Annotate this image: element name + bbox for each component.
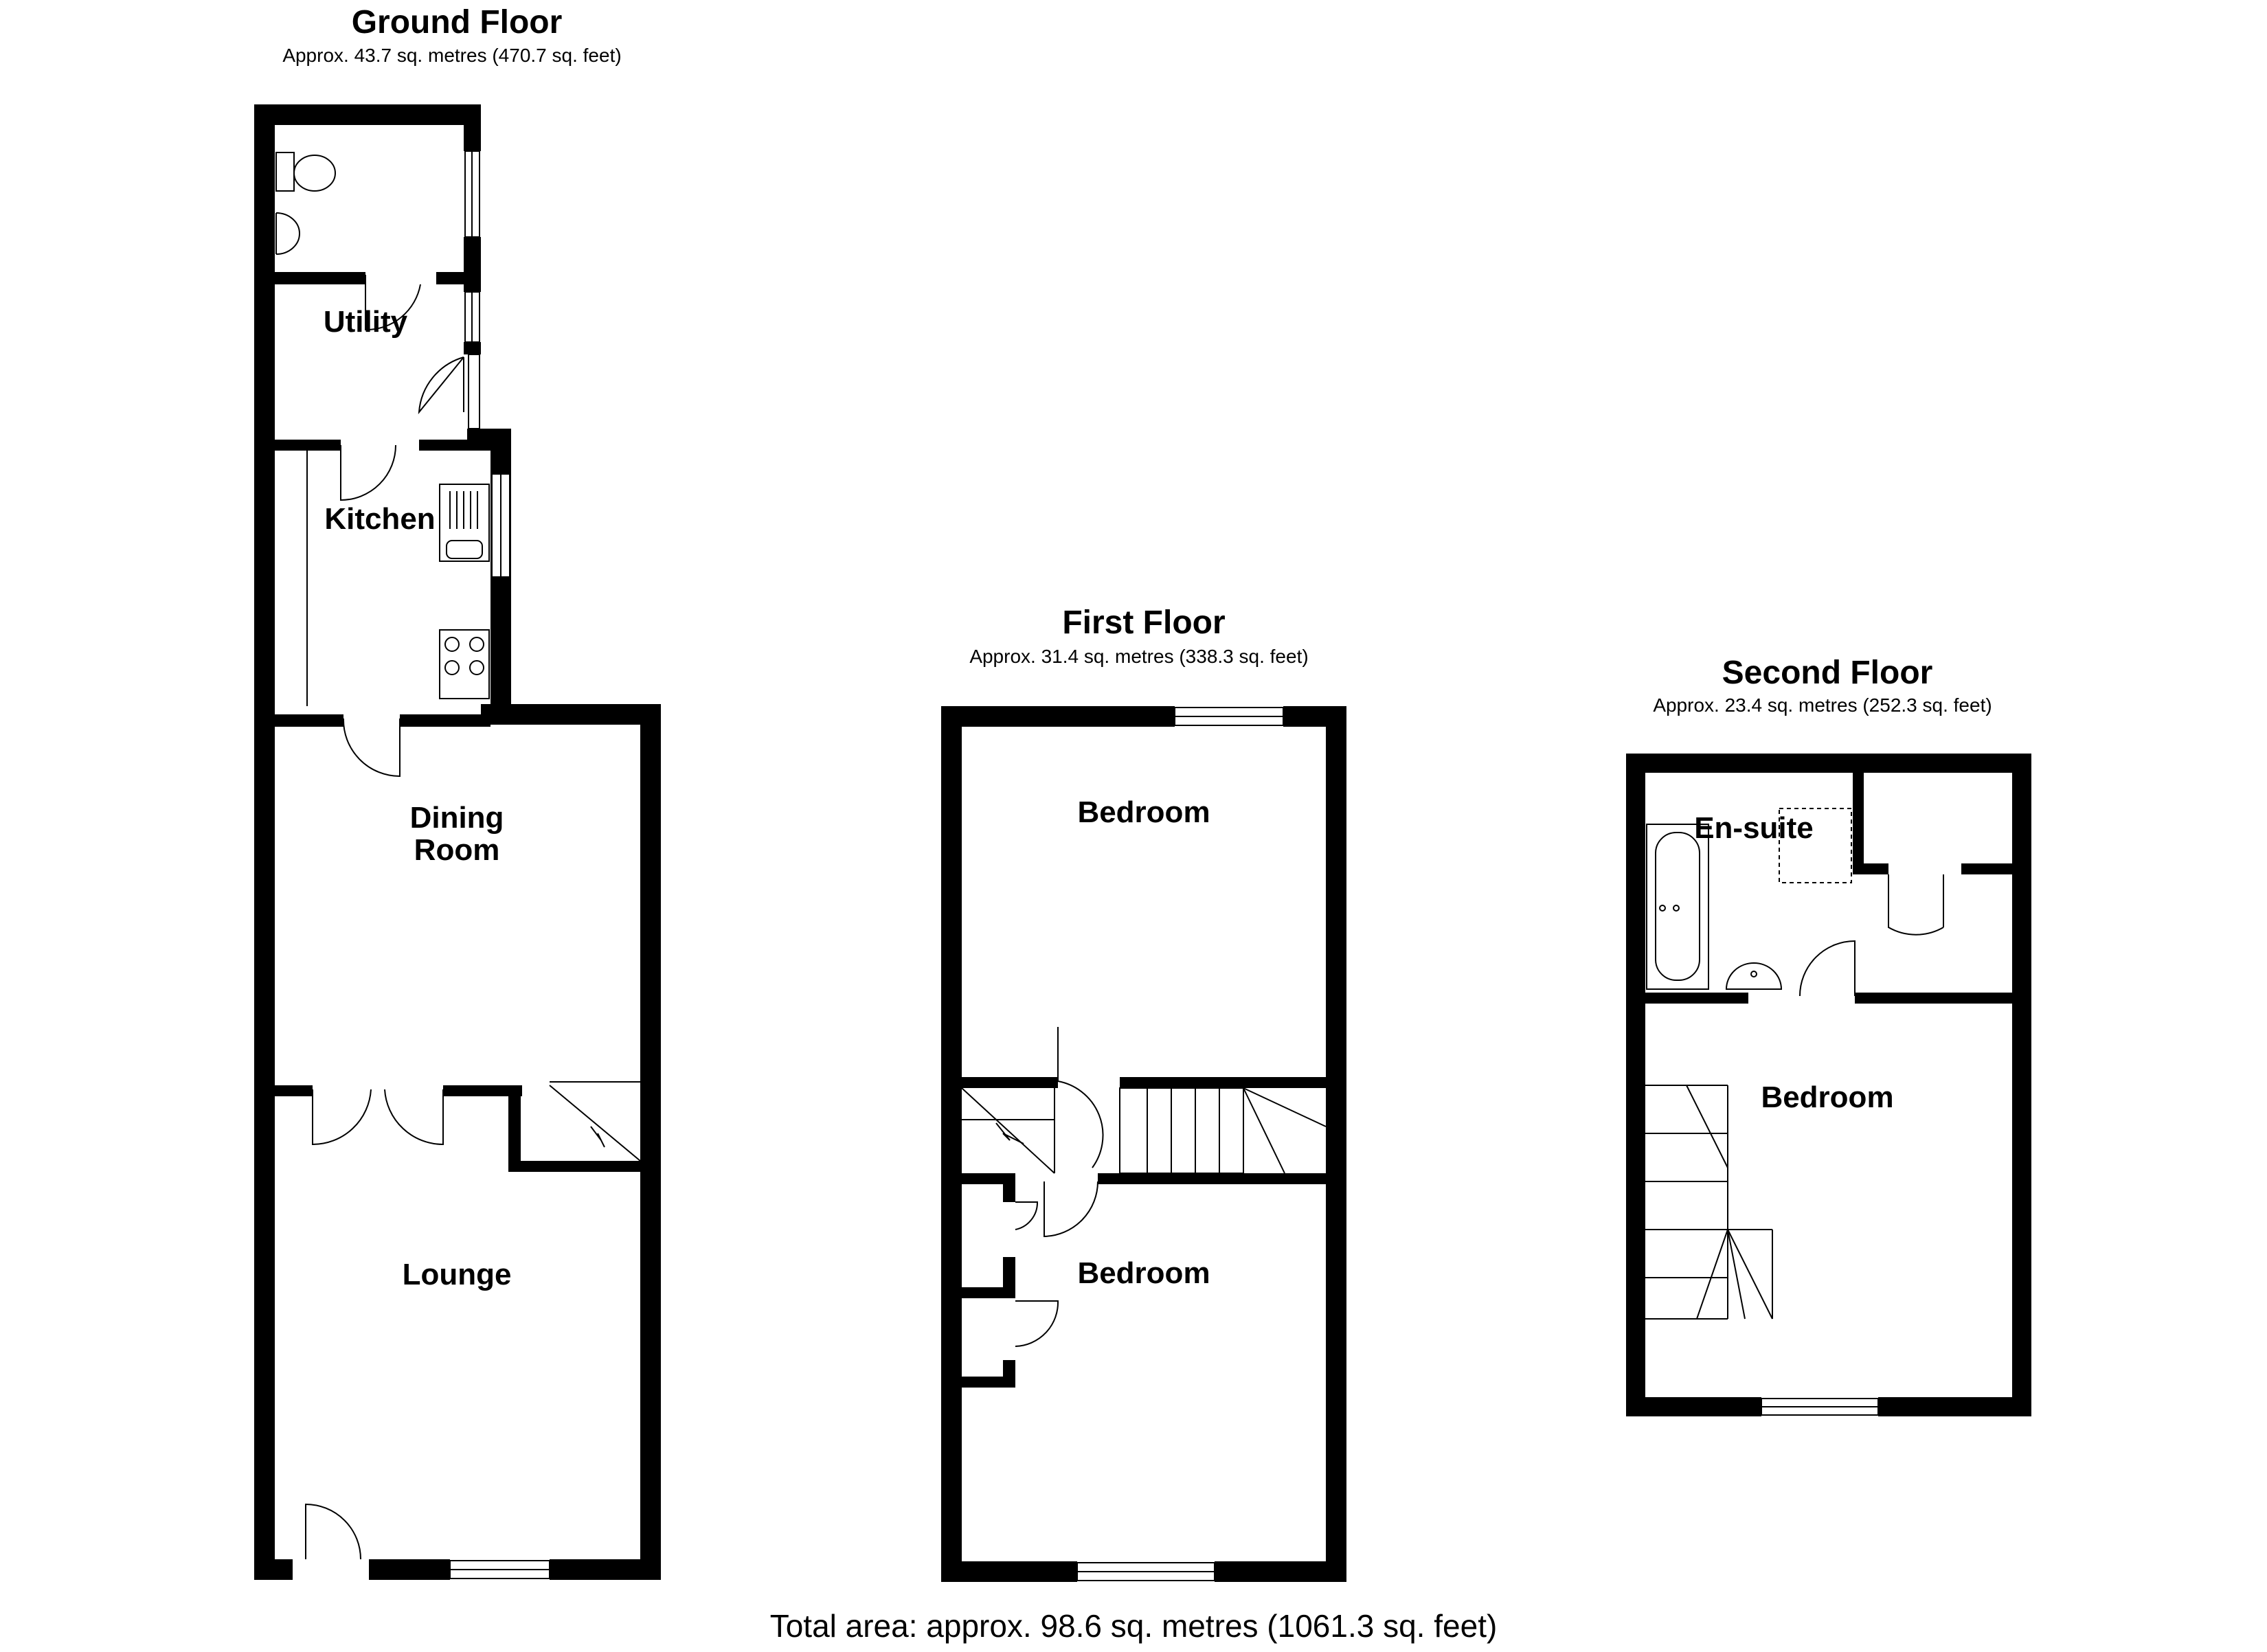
second-floor-stairs [1645,1085,1773,1320]
first-floor-walls [941,706,1346,1582]
room-label-bedroom-front: Bedroom [1077,1256,1210,1290]
ground-floor-doors [305,275,641,1560]
first-floor-area: Approx. 31.4 sq. metres (338.3 sq. feet) [969,646,1308,667]
first-floor-title: First Floor [1062,604,1225,641]
room-label-utility: Utility [324,305,408,339]
room-label-kitchen: Kitchen [324,502,435,536]
second-floor-windows [1761,1398,1879,1416]
ground-floor-fixtures [275,152,490,706]
total-area-caption: Total area: approx. 98.6 sq. metres (106… [770,1608,1498,1644]
second-floor-walls [1626,754,2031,1416]
second-floor-plan: Second Floor Approx. 23.4 sq. metres (25… [1626,655,2031,1416]
room-label-en-suite: En-suite [1694,811,1814,845]
second-floor-title: Second Floor [1722,655,1933,691]
ground-floor-walls [254,104,661,1580]
first-floor-room-labels: Bedroom Bedroom [1077,795,1210,1290]
room-label-bedroom: Bedroom [1761,1080,1893,1114]
first-floor-stairs [961,1087,1327,1174]
first-floor-windows [1076,707,1284,1581]
room-label-dining-room-line2: Room [414,833,500,867]
second-floor-area: Approx. 23.4 sq. metres (252.3 sq. feet) [1653,694,1992,716]
ground-floor-plan: Ground Floor Approx. 43.7 sq. metres (47… [254,4,661,1580]
ground-floor-title: Ground Floor [352,4,563,41]
ground-floor-room-labels: Utility Kitchen Dining Room Lounge [324,305,512,1291]
room-label-bedroom-rear: Bedroom [1077,795,1210,829]
second-floor-doors [1799,874,1944,997]
second-floor-fixtures [1646,808,1852,990]
first-floor-plan: First Floor Approx. 31.4 sq. metres (338… [941,604,1346,1582]
room-label-dining-room-line1: Dining [410,801,504,835]
ground-floor-windows [449,150,550,1579]
second-floor-room-labels: En-suite Bedroom [1694,811,1893,1114]
first-floor-doors [1015,1027,1104,1347]
room-label-lounge: Lounge [403,1258,512,1291]
ground-floor-area: Approx. 43.7 sq. metres (470.7 sq. feet) [282,45,621,66]
